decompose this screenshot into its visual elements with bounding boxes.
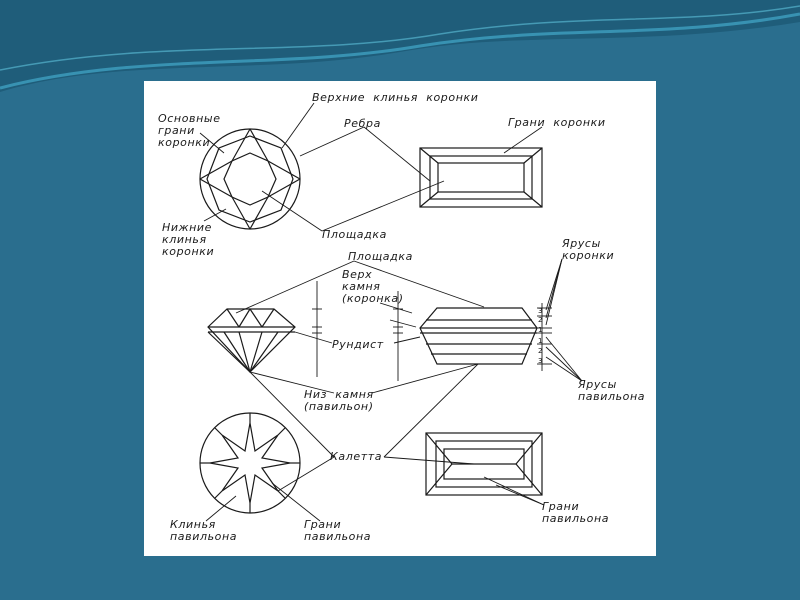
label-crown-facets: Грани коронки (508, 116, 606, 129)
label-bottom-of-stone: Низ камня (павильон) (304, 388, 374, 413)
label-pavilion-wedges: Клинья павильона (170, 518, 238, 543)
decorative-wave-line-2 (0, 5, 800, 71)
label-upper-crown-wedges: Верхние клинья коронки (312, 91, 479, 104)
tier-number: 1 (538, 326, 543, 334)
tier-number: 1 (538, 337, 543, 345)
round-stone-side-view (207, 308, 296, 373)
leader-lines (199, 102, 583, 522)
tier-number: 2 (538, 316, 543, 324)
label-girdle: Рундист (332, 338, 384, 351)
round-crown-top-view (199, 128, 301, 230)
tier-number: 3 (538, 357, 543, 365)
label-pavilion-facets-right: Грани павильона (542, 500, 610, 525)
decorative-wave-top (0, 0, 800, 92)
tier-number: 2 (538, 347, 543, 355)
label-crown-tiers: Ярусы коронки (562, 237, 615, 262)
label-main-crown-facets: Основные грани коронки (158, 112, 221, 149)
gem-cut-diagram (199, 102, 583, 522)
label-pavilion-facets-left: Грани павильона (304, 518, 372, 543)
label-top-of-stone: Верх камня (коронка) (342, 268, 404, 305)
label-table-top: Площадка (322, 228, 387, 241)
dimension-marks (312, 281, 552, 381)
decorative-wave-line-1 (0, 12, 800, 90)
label-lower-crown-wedges: Нижние клинья коронки (162, 221, 215, 258)
emerald-pavilion-bottom-view (425, 432, 543, 496)
label-culet: Калетта (330, 450, 383, 463)
label-edges: Ребра (344, 117, 381, 130)
round-pavilion-bottom-view (199, 412, 301, 514)
emerald-crown-top-view (419, 147, 543, 208)
emerald-stone-side-view (419, 307, 538, 365)
diagram-sheet: Основные грани коронки Верхние клинья ко… (144, 81, 656, 556)
tier-number: 3 (538, 307, 543, 315)
label-pavilion-tiers: Ярусы павильона (578, 378, 646, 403)
label-table-mid: Площадка (348, 250, 413, 263)
